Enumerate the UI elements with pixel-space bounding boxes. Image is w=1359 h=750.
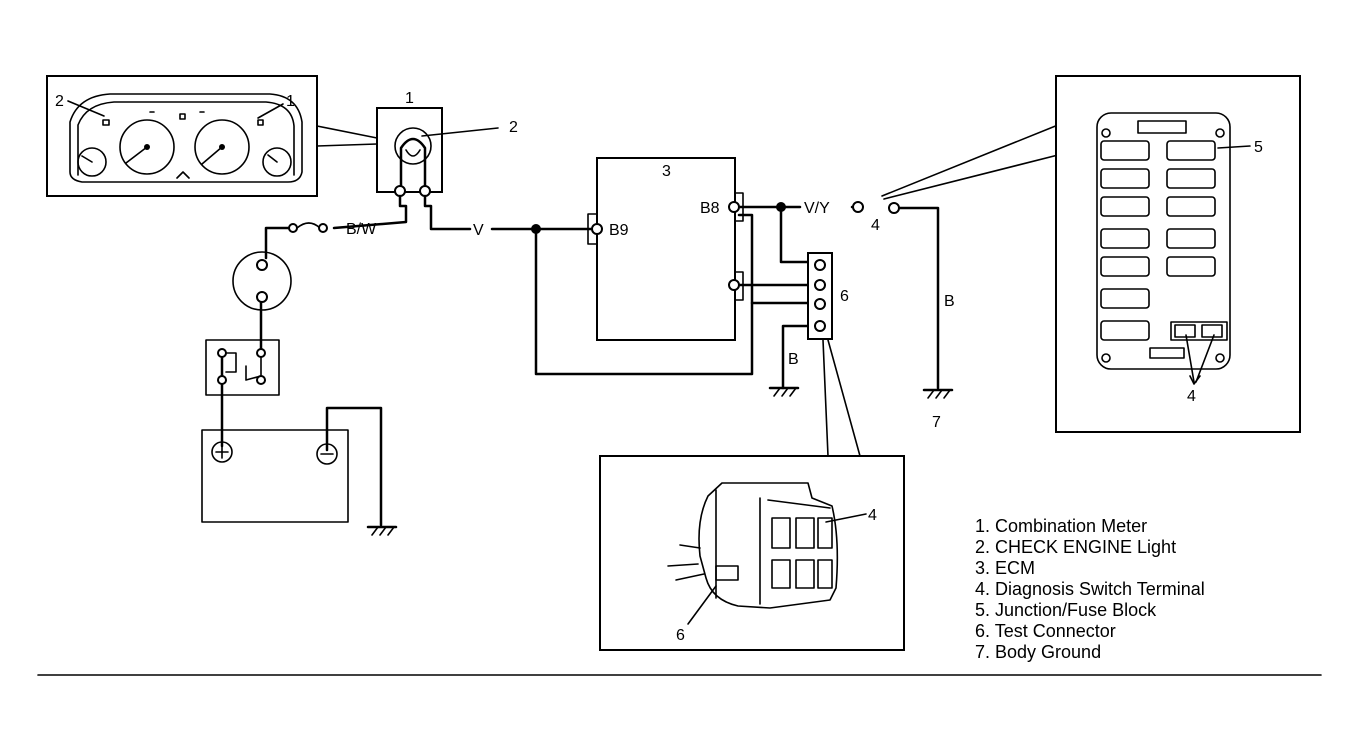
test-connector <box>807 252 861 457</box>
combination-meter-detail <box>46 75 318 197</box>
relay-box <box>205 339 280 396</box>
legend-item: 2. CHECK ENGINE Light <box>975 537 1177 557</box>
switch-callout-4: 4 <box>871 217 880 234</box>
ecm-callout-3: 3 <box>662 163 671 180</box>
legend-item: 1. Combination Meter <box>975 516 1148 536</box>
legend-item: 6. Test Connector <box>975 621 1116 641</box>
connector-detail-callout-6: 6 <box>676 627 685 644</box>
connector-detail-callout-4: 4 <box>868 507 877 524</box>
battery <box>201 429 349 523</box>
connector-callout-6: 6 <box>840 288 849 305</box>
ignition-switch <box>232 251 292 311</box>
fuse-block-callout-4: 4 <box>1187 388 1196 405</box>
ground-symbols <box>366 386 954 536</box>
legend-item: 7. Body Ground <box>975 642 1102 662</box>
junction-fuse-block <box>1055 75 1301 433</box>
lamp-callout-1: 1 <box>405 90 414 107</box>
lamp-callout-2: 2 <box>509 119 518 136</box>
check-engine-lamp <box>376 107 499 197</box>
wire-label-b-mid: B <box>788 351 799 368</box>
terminal-label-b9: B9 <box>609 222 629 239</box>
component-legend: 1. Combination Meter 2. CHECK ENGINE Lig… <box>975 516 1205 663</box>
wire-label-vy: V/Y <box>804 200 830 217</box>
fuse-slots <box>1100 140 1216 341</box>
fuse-block-callout-5: 5 <box>1254 139 1263 156</box>
terminal-label-b8: B8 <box>700 200 720 217</box>
ground-callout-7: 7 <box>932 414 941 431</box>
meter-detail-leader <box>316 125 378 147</box>
test-connector-detail <box>599 455 905 651</box>
diagnosis-switch <box>852 124 1059 214</box>
wire-label-b-right: B <box>944 293 955 310</box>
legend-item: 4. Diagnosis Switch Terminal <box>975 579 1205 599</box>
ecm <box>587 157 744 341</box>
legend-item: 5. Junction/Fuse Block <box>975 600 1157 620</box>
legend-item: 3. ECM <box>975 558 1036 578</box>
meter-detail-callout-2: 2 <box>55 93 64 110</box>
wire-label-v: V <box>473 222 484 239</box>
meter-detail-callout-1: 1 <box>286 93 295 110</box>
wire-label-bw: B/W <box>346 221 377 238</box>
